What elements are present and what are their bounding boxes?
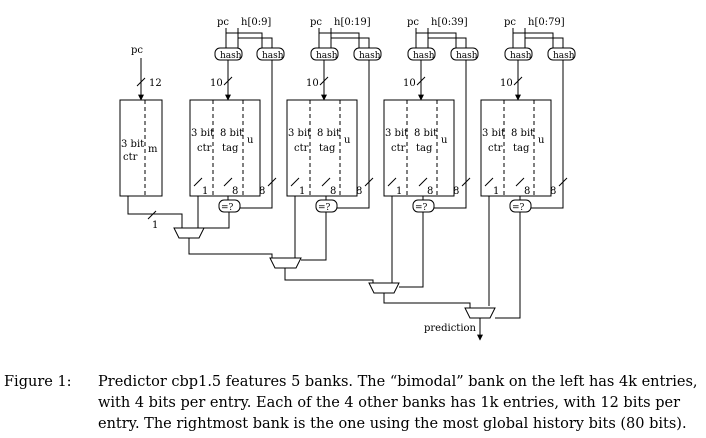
bank-1-ctr-line2: ctr <box>197 143 212 154</box>
bank-3-ctr-bits: 1 <box>396 186 402 197</box>
mux-chain: prediction <box>173 227 496 341</box>
bank-1-tag-line1: 8 bit <box>220 128 243 139</box>
bank-2-tag-line1: 8 bit <box>317 128 340 139</box>
bank-3: pc h[0:39] hash hash 10 3 bit ctr 8 bit … <box>383 17 479 288</box>
bank-4-table <box>480 99 552 197</box>
bank-4-tag-bits: 8 <box>524 186 530 197</box>
bank-1-ctr-line1: 3 bit <box>191 128 214 139</box>
bank-3-index-bits: 10 <box>403 78 416 89</box>
bank-2-index-hash-label: hash <box>316 51 338 61</box>
bank-1-history-label: h[0:9] <box>241 17 271 28</box>
bank-3-u-label: u <box>441 135 448 146</box>
bank-1-u-label: u <box>247 135 254 146</box>
bank-3-tag-line2: tag <box>416 143 433 154</box>
bimodal-bank: pc 12 3 bit ctr m 1 <box>119 45 183 231</box>
mux-2 <box>269 257 302 269</box>
bank-3-index-hash-label: hash <box>413 51 435 61</box>
figure-caption: Figure 1: Predictor cbp1.5 features 5 ba… <box>4 372 704 435</box>
bank-3-hash-bits: 8 <box>453 186 459 197</box>
bank-1-ctr-bits: 1 <box>202 186 208 197</box>
bank-3-tag-bits: 8 <box>427 186 433 197</box>
bank-2-tag-hash <box>353 47 382 61</box>
bank-2-index-bits: 10 <box>306 78 319 89</box>
mux-1 <box>173 227 205 239</box>
bank-4-tag-line2: tag <box>513 143 530 154</box>
prediction-label: prediction <box>424 323 477 334</box>
bank-4-history-label: h[0:79] <box>528 17 565 28</box>
bank-4-ctr-line2: ctr <box>488 143 503 154</box>
bank-2: pc h[0:19] hash hash 10 3 bit ctr 8 bit … <box>286 17 382 261</box>
bank-2-history-label: h[0:19] <box>334 17 371 28</box>
bank-3-compare-label: =? <box>415 203 428 213</box>
bank-2-tag-line2: tag <box>319 143 336 154</box>
bank-3-ctr-line2: ctr <box>391 143 406 154</box>
bank-1-hash-bits: 8 <box>259 186 265 197</box>
bank-1-index-hash-label: hash <box>220 51 242 61</box>
bank-4: pc h[0:79] hash hash 10 3 bit ctr 8 bit … <box>480 17 576 319</box>
bimodal-index-bits: 12 <box>149 78 162 89</box>
bank-4-tag-hash <box>547 47 576 61</box>
bank-3-table <box>383 99 455 197</box>
bimodal-out-bits: 1 <box>152 220 158 231</box>
bank-3-pc-label: pc <box>407 17 419 28</box>
bank-1-tag-hash <box>256 47 285 61</box>
predictor-diagram: pc 12 3 bit ctr m 1 pc h[0:9] hash hash … <box>119 17 576 341</box>
bank-1-tag-hash-label: hash <box>262 51 284 61</box>
bank-2-table <box>286 99 358 197</box>
bank-2-compare-label: =? <box>318 203 331 213</box>
bank-3-ctr-line1: 3 bit <box>385 128 408 139</box>
bank-3-tag-line1: 8 bit <box>414 128 437 139</box>
caption-line-3: entry. The rightmost bank is the one usi… <box>98 416 687 432</box>
bimodal-ctr-line1: 3 bit <box>121 139 144 150</box>
caption-line-2: with 4 bits per entry. Each of the 4 oth… <box>98 395 681 411</box>
bank-3-tag-hash <box>450 47 479 61</box>
bank-4-tag-line1: 8 bit <box>511 128 534 139</box>
bank-2-ctr-line2: ctr <box>294 143 309 154</box>
bank-4-ctr-bits: 1 <box>493 186 499 197</box>
bank-2-hash-bits: 8 <box>356 186 362 197</box>
bank-4-hash-bits: 8 <box>550 186 556 197</box>
mux-4 <box>464 307 496 319</box>
bank-2-tag-hash-label: hash <box>359 51 381 61</box>
bank-3-history-label: h[0:39] <box>431 17 468 28</box>
bimodal-table <box>119 99 163 197</box>
bimodal-m-label: m <box>148 144 158 155</box>
bank-4-tag-hash-label: hash <box>553 51 575 61</box>
bank-1-compare-label: =? <box>221 203 234 213</box>
bank-1: pc h[0:9] hash hash 10 3 bit ctr 8 bit t… <box>189 17 285 238</box>
bank-4-u-label: u <box>538 135 545 146</box>
bank-1-table <box>189 99 261 197</box>
bank-1-pc-label: pc <box>217 17 229 28</box>
bank-2-tag-bits: 8 <box>330 186 336 197</box>
bank-4-ctr-line1: 3 bit <box>482 128 505 139</box>
caption-line-1: Predictor cbp1.5 features 5 banks. The “… <box>98 374 698 390</box>
bank-2-pc-label: pc <box>310 17 322 28</box>
bank-4-index-bits: 10 <box>500 78 513 89</box>
bank-4-pc-label: pc <box>504 17 516 28</box>
bank-1-tag-line2: tag <box>222 143 239 154</box>
bank-4-compare-label: =? <box>512 203 525 213</box>
bank-1-index-bits: 10 <box>210 78 223 89</box>
bank-2-u-label: u <box>344 135 351 146</box>
bimodal-pc-label: pc <box>131 45 143 56</box>
bank-1-tag-bits: 8 <box>232 186 238 197</box>
bank-2-ctr-bits: 1 <box>299 186 305 197</box>
bank-3-tag-hash-label: hash <box>456 51 478 61</box>
bank-4-index-hash-label: hash <box>510 51 532 61</box>
mux-3 <box>368 282 400 294</box>
bimodal-ctr-line2: ctr <box>123 152 138 163</box>
caption-lead: Figure 1: <box>4 374 72 390</box>
bank-2-ctr-line1: 3 bit <box>288 128 311 139</box>
